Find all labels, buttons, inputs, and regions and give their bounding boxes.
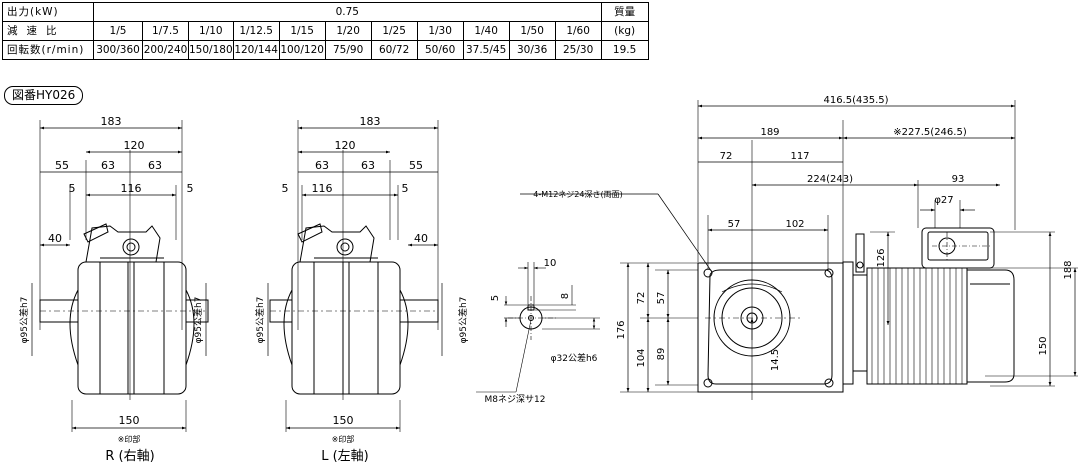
spec-table: 出力(kW) 0.75 質量 減速比 1/5 1/7.5 1/10 1/12.5… (2, 2, 649, 60)
dim-mid-left: 63 (101, 159, 115, 172)
dim-inner-width: 116 (121, 182, 142, 195)
tap-note: M8ネジ深サ12 (485, 394, 546, 405)
speed-cell: 60/72 (370, 40, 418, 60)
dim-offset: 14.5 (770, 349, 781, 371)
ratio-cell: 1/5 (93, 21, 143, 41)
left-view-labels: 183 120 63 63 55 5 116 5 40 150 ※印部 L (左… (254, 115, 469, 464)
dim-mid-right: 63 (361, 159, 375, 172)
dim-lower: 104 (636, 348, 647, 367)
dim-terminal-height: 126 (876, 248, 887, 267)
shaft-end-detail (476, 262, 600, 393)
dim-shaft-dia-right: φ95公差h7 (192, 297, 204, 344)
figure-number: 図番HY026 (4, 86, 84, 105)
speed-cell: 30/36 (508, 40, 556, 60)
dim-shaft-dia: φ32公差h6 (551, 352, 598, 364)
dim-key-depth: 5 (490, 295, 501, 301)
side-view-labels: 416.5(435.5) 189 ※227.5(246.5) 72 117 22… (533, 95, 1074, 371)
mass-value: 19.5 (600, 40, 649, 60)
ratio-cell: 1/20 (324, 21, 372, 41)
dim-terminal-hole: φ27 (934, 195, 953, 206)
dim-left-offset: 55 (55, 159, 69, 172)
spec-row-speed: 回転数(r/min) 300/360 200/240 150/180 120/1… (2, 40, 649, 60)
dim-height: 176 (616, 320, 627, 339)
left-view-caption: L (左軸) (321, 449, 369, 464)
dim-total-width: 183 (101, 115, 122, 128)
dim-shaft-5-right: 5 (402, 182, 409, 195)
dim-shaft-length: 40 (48, 232, 62, 245)
dim-terminal-width: 93 (952, 174, 965, 185)
speed-cell: 100/120 (278, 40, 326, 60)
dim-upper: 72 (636, 292, 647, 305)
right-view-caption: R (右軸) (105, 449, 154, 464)
speed-cell: 120/144 (232, 40, 280, 60)
spec-row-ratio: 減速比 1/5 1/7.5 1/10 1/12.5 1/15 1/20 1/25… (2, 21, 649, 41)
left-shaft-view (267, 120, 443, 432)
right-view-labels: 183 120 55 63 63 5 116 5 40 150 ※印部 R (右… (18, 115, 204, 464)
dim-shaft-dia-right: φ95公差h7 (457, 297, 469, 344)
dim-overall: 416.5(435.5) (823, 95, 888, 106)
dim-shaft-dia-left: φ95公差h7 (254, 297, 266, 344)
dim-housing-width: 120 (124, 139, 145, 152)
dim-right-offset: 55 (409, 159, 423, 172)
dim-to-terminal: 224(243) (807, 174, 853, 185)
dim-motor-height: 188 (1063, 260, 1074, 279)
shaft-detail-labels: 10 5 8 φ32公差h6 M8ネジ深サ12 (485, 258, 598, 405)
dim-inner-width: 116 (312, 182, 333, 195)
dim-housing-width: 120 (335, 139, 356, 152)
mark-note: ※印部 (332, 434, 355, 444)
dim-gear-length: 189 (760, 127, 779, 138)
dim-lower-pitch: 89 (656, 348, 667, 361)
mark-note: ※印部 (118, 434, 141, 444)
dim-bolt-pitch-right: 102 (785, 219, 804, 230)
dim-shaft-5-right: 5 (187, 182, 194, 195)
dim-bolt-pitch-left: 57 (728, 219, 741, 230)
dim-mid-left: 63 (315, 159, 329, 172)
ratio-cell: 1/40 (462, 21, 510, 41)
dim-shaft-dia-left: φ95公差h7 (18, 297, 30, 344)
dim-base-width: 150 (119, 414, 140, 427)
side-view (520, 100, 1078, 400)
speed-header: 回転数(r/min) (2, 40, 94, 60)
dim-upper-pitch: 57 (656, 292, 667, 305)
speed-cell: 50/60 (416, 40, 464, 60)
dim-total-width: 183 (360, 115, 381, 128)
bolt-note: 4-M12ネジ24深さ(両面) (533, 190, 622, 199)
dim-shaft-5-left: 5 (69, 182, 76, 195)
dim-mid-right: 63 (148, 159, 162, 172)
dim-center-left: 72 (720, 151, 733, 162)
dim-motor-length: ※227.5(246.5) (893, 127, 967, 138)
speed-cell: 25/30 (554, 40, 602, 60)
dim-key-height: 8 (560, 293, 571, 299)
dim-shaft-5-left: 5 (282, 182, 289, 195)
right-shaft-view (31, 120, 209, 432)
dim-key-width: 10 (544, 258, 557, 269)
speed-cell: 300/360 (93, 40, 143, 60)
dim-motor-dia: 150 (1038, 336, 1049, 355)
dim-base-width: 150 (333, 414, 354, 427)
dim-center-right: 117 (790, 151, 809, 162)
mass-unit: (kg) (600, 21, 649, 41)
speed-cell: 37.5/45 (462, 40, 510, 60)
speed-cell: 150/180 (188, 40, 234, 60)
speed-cell: 200/240 (142, 40, 189, 60)
dim-shaft-length: 40 (414, 232, 428, 245)
